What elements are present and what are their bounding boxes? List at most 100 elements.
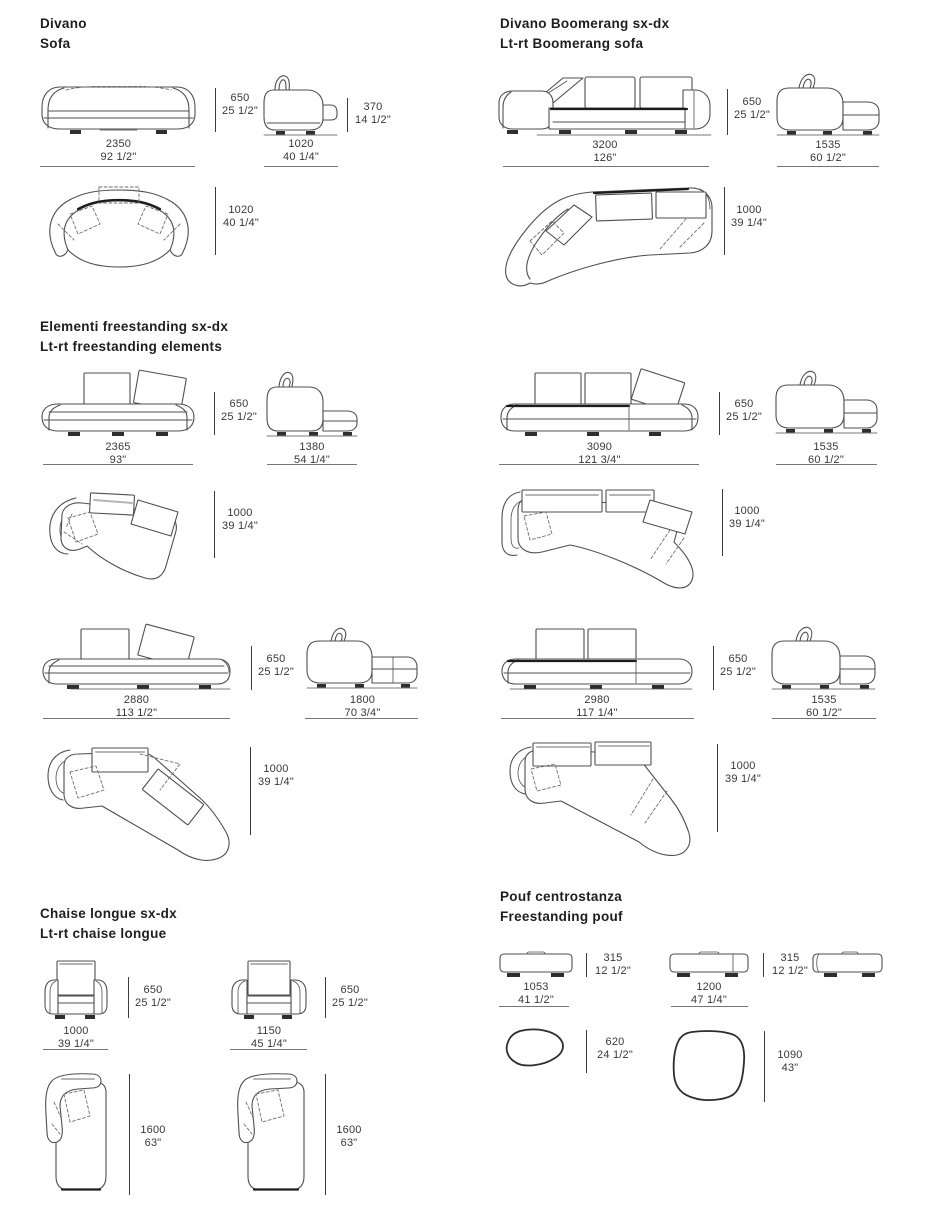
in-value: 54 1/4" — [294, 454, 330, 466]
width-dim-line — [43, 464, 193, 465]
in-value: 39 1/4" — [258, 776, 294, 788]
depth-dim: 1535 60 1/2" — [775, 139, 881, 165]
chaise-top-view — [230, 1072, 306, 1196]
width-dim-line — [671, 1006, 748, 1007]
height-dim-line — [713, 646, 714, 690]
height-dim-line — [325, 977, 326, 1018]
height-dim: 650 25 1/2" — [130, 984, 176, 1010]
boomerang-top-view — [500, 183, 715, 291]
height-dim-line — [251, 646, 252, 690]
title-italian: Divano Boomerang sx-dx — [500, 16, 670, 31]
in-value: 60 1/2" — [810, 152, 846, 164]
in-value: 63" — [340, 1137, 358, 1149]
height-dim-line — [215, 88, 216, 132]
in-value: 113 1/2" — [115, 707, 158, 719]
mm-value: 1000 — [263, 763, 289, 775]
mm-value: 1000 — [736, 204, 762, 216]
sofa-side-drawing — [776, 73, 880, 136]
height-dim: 650 25 1/2" — [216, 398, 262, 424]
divano-front-view — [40, 84, 197, 136]
section-title: Chaise longue sx-dx Lt-rt chaise longue — [40, 904, 177, 944]
mm-value: 1535 — [813, 441, 839, 453]
depth-dim: 1800 70 3/4" — [303, 694, 422, 720]
in-value: 41 1/2" — [518, 994, 554, 1006]
top-depth-dim: 1000 39 1/4" — [217, 507, 263, 533]
title-italian: Divano — [40, 16, 87, 31]
mm-value: 2880 — [123, 694, 150, 706]
in-value: 14 1/2" — [355, 114, 391, 126]
in-value: 63" — [144, 1137, 162, 1149]
element-side-view — [265, 369, 359, 439]
width-dim: 1053 41 1/2" — [497, 981, 575, 1007]
boomerang-side-view — [775, 72, 881, 136]
element-top-view — [40, 742, 236, 876]
top-depth-dim: 1000 39 1/4" — [724, 505, 770, 531]
width-dim-line — [230, 1049, 307, 1050]
width-dim-line — [43, 718, 230, 719]
depth-dim-line — [772, 718, 876, 719]
pouf-front-view — [669, 951, 749, 980]
element-side-view — [305, 627, 420, 691]
element-side-view — [770, 625, 878, 691]
boomerang-front-view — [497, 70, 713, 137]
top-depth-dim-line — [215, 187, 216, 255]
width-dim: 2980 117 1/4" — [500, 694, 694, 720]
chaise-front-drawing — [44, 960, 108, 1019]
mm-value: 1535 — [811, 694, 837, 706]
mm-value: 1800 — [349, 694, 376, 706]
in-value: 25 1/2" — [734, 109, 770, 121]
mm-value: 1600 — [336, 1124, 362, 1136]
in-value: 39 1/4" — [725, 773, 761, 785]
section-title: Pouf centrostanza Freestanding pouf — [500, 887, 623, 927]
title-english: Sofa — [40, 36, 71, 51]
width-dim-line — [43, 1049, 108, 1050]
in-value: 24 1/2" — [597, 1049, 633, 1061]
chaise-front-view — [43, 960, 109, 1021]
height-dim-line — [763, 953, 764, 977]
width-dim: 2350 92 1/2" — [40, 138, 197, 164]
in-value: 25 1/2" — [222, 105, 258, 117]
top-depth-dim: 1000 39 1/4" — [253, 763, 299, 789]
mm-value: 3200 — [592, 139, 618, 151]
sofa-side-drawing — [775, 370, 878, 434]
top-depth-dim-line — [325, 1074, 326, 1195]
pouf-front-view — [499, 951, 573, 980]
top-depth-dim-line — [764, 1031, 765, 1102]
depth-dim: 1535 60 1/2" — [772, 441, 880, 467]
mm-value: 1020 — [228, 204, 254, 216]
top-depth-dim: 1600 63" — [132, 1124, 174, 1150]
mm-value: 620 — [605, 1036, 625, 1048]
section-title: Divano Boomerang sx-dx Lt-rt Boomerang s… — [500, 14, 669, 54]
height-dim: 315 12 1/2" — [766, 952, 814, 978]
mm-value: 2980 — [584, 694, 610, 706]
chaise-front-drawing — [231, 960, 307, 1019]
title-english: Lt-rt chaise longue — [40, 926, 167, 941]
pouf-top-view — [671, 1029, 747, 1104]
width-dim-line — [40, 166, 195, 167]
mm-value: 1053 — [523, 981, 549, 993]
depth-dim-line — [777, 166, 879, 167]
title-english: Freestanding pouf — [500, 909, 623, 924]
sofa-top-drawing — [509, 741, 691, 856]
height-dim: 650 25 1/2" — [217, 92, 263, 118]
in-value: 25 1/2" — [258, 666, 294, 678]
in-value: 25 1/2" — [720, 666, 756, 678]
sofa-front-drawing — [42, 623, 231, 690]
chaise-front-view — [230, 960, 308, 1021]
in-value: 70 3/4" — [344, 707, 381, 719]
mm-value: 1000 — [227, 507, 253, 519]
sofa-front-drawing — [500, 368, 699, 436]
top-depth-dim: 1020 40 1/4" — [218, 204, 264, 230]
mm-value: 1150 — [256, 1025, 282, 1037]
top-depth-dim-line — [129, 1074, 130, 1195]
top-depth-dim-line — [214, 491, 215, 558]
in-value: 40 1/4" — [223, 217, 259, 229]
sofa-top-drawing — [49, 186, 189, 268]
depth-dim-line — [264, 166, 338, 167]
depth-dim-line — [776, 464, 877, 465]
sofa-side-drawing — [263, 75, 338, 136]
mm-value: 1380 — [299, 441, 325, 453]
sofa-side-drawing — [266, 371, 358, 437]
element-side-view — [774, 369, 879, 439]
in-value: 117 1/4" — [576, 707, 618, 719]
